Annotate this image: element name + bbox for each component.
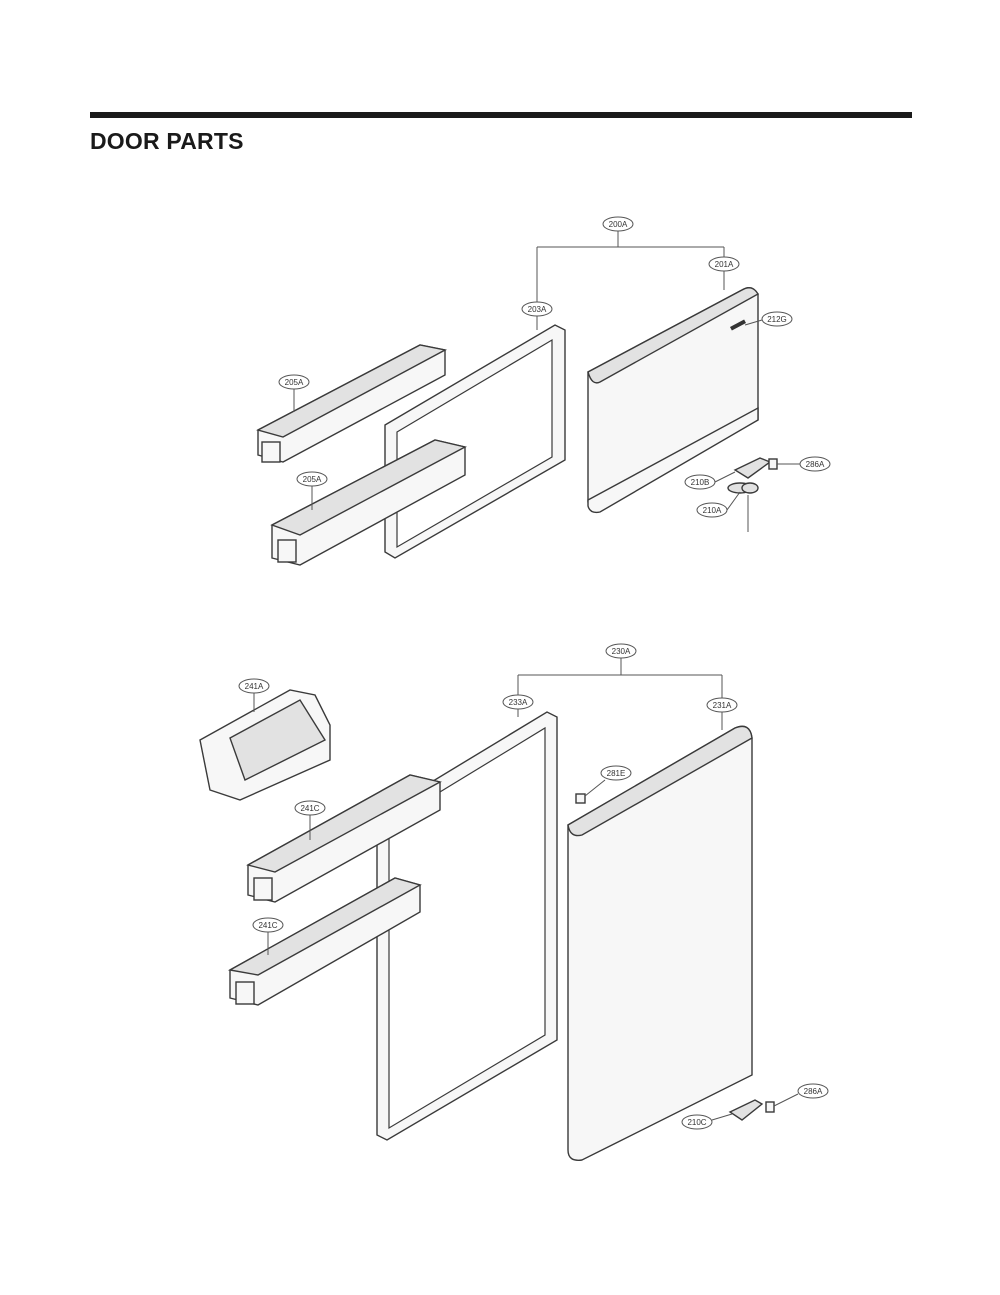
callout-231a: 231A <box>706 697 738 713</box>
callout-201a: 201A <box>708 256 740 272</box>
callout-286a-lower: 286A <box>797 1083 829 1099</box>
callout-241c-lower: 241C <box>252 917 284 933</box>
page-title: DOOR PARTS <box>90 128 244 154</box>
assembly-bracket-230a <box>517 658 723 698</box>
callout-205a-lower: 205A <box>296 471 328 487</box>
fridge-dairy-box <box>199 689 331 801</box>
svg-text:210A: 210A <box>703 506 722 515</box>
callout-230a: 230A <box>605 643 637 659</box>
fridge-gasket <box>376 709 558 1141</box>
freezer-basket-lower <box>270 439 467 566</box>
fridge-cap-top <box>575 779 606 804</box>
callout-210a: 210A <box>696 502 728 518</box>
callout-212g: 212G <box>744 311 793 327</box>
svg-text:210B: 210B <box>691 478 710 487</box>
svg-text:286A: 286A <box>804 1087 823 1096</box>
freezer-gasket <box>384 315 566 559</box>
svg-text:205A: 205A <box>303 475 322 484</box>
callout-210c: 210C <box>681 1114 713 1130</box>
freezer-hinge-parts <box>714 457 800 532</box>
svg-text:233A: 233A <box>509 698 528 707</box>
svg-text:231A: 231A <box>713 701 732 710</box>
svg-text:200A: 200A <box>609 220 628 229</box>
callout-205a-upper: 205A <box>278 374 310 390</box>
assembly-bracket-200a <box>536 231 725 302</box>
freezer-basket-upper <box>256 344 448 463</box>
svg-text:210C: 210C <box>687 1118 706 1127</box>
svg-text:286A: 286A <box>806 460 825 469</box>
header-rule <box>90 112 912 118</box>
callout-241c-upper: 241C <box>294 800 326 816</box>
callout-203a: 203A <box>521 301 553 317</box>
svg-text:201A: 201A <box>715 260 734 269</box>
badge-212g <box>729 319 747 331</box>
callout-210b: 210B <box>684 474 716 490</box>
fridge-hinge-parts <box>711 1093 799 1121</box>
svg-text:205A: 205A <box>285 378 304 387</box>
callout-281e: 281E <box>600 765 632 781</box>
svg-text:281E: 281E <box>607 769 626 778</box>
freezer-door <box>587 271 759 514</box>
callout-200a: 200A <box>602 216 634 232</box>
svg-text:212G: 212G <box>767 315 787 324</box>
callout-286a-upper: 286A <box>799 456 831 472</box>
svg-text:241A: 241A <box>245 682 264 691</box>
svg-text:230A: 230A <box>612 647 631 656</box>
svg-text:241C: 241C <box>258 921 277 930</box>
svg-text:203A: 203A <box>528 305 547 314</box>
svg-text:241C: 241C <box>300 804 319 813</box>
callout-241a: 241A <box>238 678 270 694</box>
fridge-door <box>567 712 753 1161</box>
callout-233a: 233A <box>502 694 534 710</box>
fridge-basket-lower <box>227 877 422 1006</box>
fridge-basket-upper <box>246 774 442 903</box>
